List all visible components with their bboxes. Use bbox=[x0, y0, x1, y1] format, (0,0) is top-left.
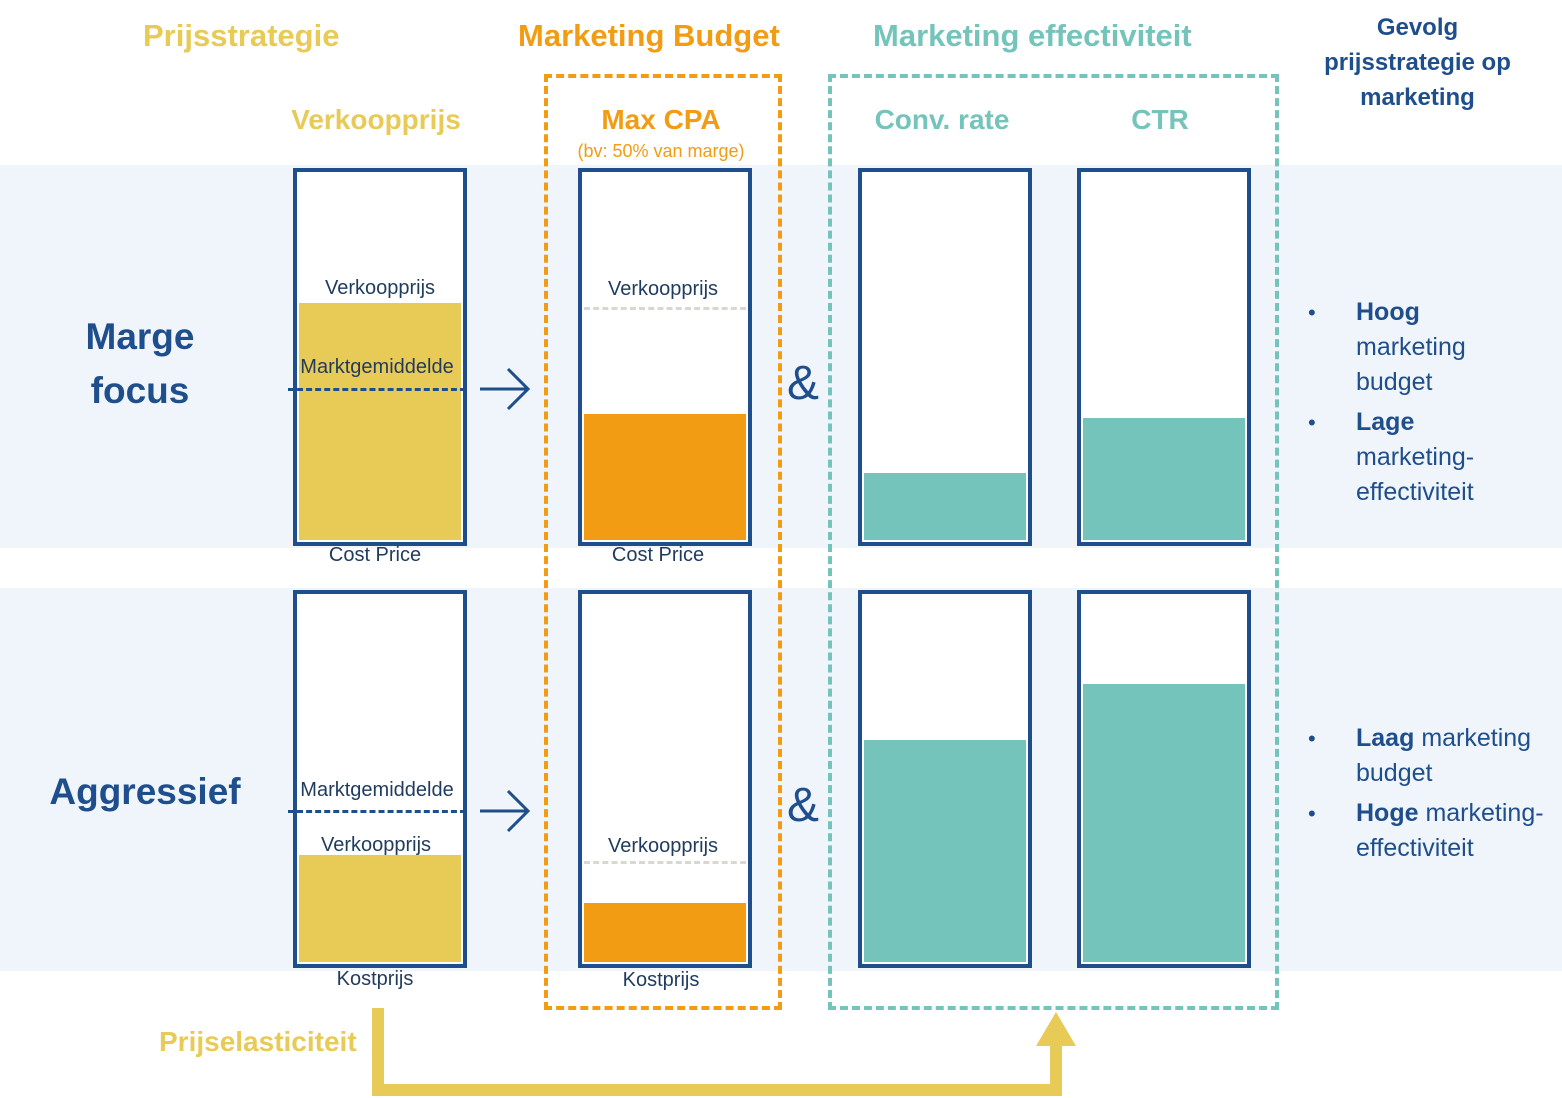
ctr-fill-marge bbox=[1083, 418, 1245, 540]
cpa-bar-marge bbox=[578, 168, 752, 546]
bullet-dot-icon: • bbox=[1308, 300, 1316, 325]
ctr-bar-aggressief bbox=[1077, 590, 1251, 968]
arrow-right-icon bbox=[480, 789, 531, 833]
ampersand-marge: & bbox=[787, 357, 820, 410]
market-line-aggressief bbox=[288, 810, 466, 813]
price-fill-aggressief bbox=[299, 855, 461, 962]
subheader-conv-rate: Conv. rate bbox=[874, 104, 1010, 135]
price-bottom-label-marge: Cost Price bbox=[328, 544, 422, 566]
bullet-dot-icon: • bbox=[1308, 410, 1316, 435]
cpa-top-label-aggressief: Verkoopprijs bbox=[607, 835, 719, 857]
cpa-verkoopprijs-line-aggressief bbox=[584, 861, 746, 864]
bullet-item: •Lage marketing-effectiviteit bbox=[1308, 405, 1498, 510]
subheader-max-cpa: Max CPA bbox=[601, 104, 721, 135]
header-marketing-budget: Marketing Budget bbox=[518, 18, 780, 53]
row-title-marge-focus: Marge focus bbox=[85, 316, 195, 411]
cpa-verkoopprijs-line-marge bbox=[584, 307, 746, 310]
header-marketing-effectiviteit: Marketing effectiviteit bbox=[873, 18, 1192, 53]
marketing-effectiviteit-frame bbox=[828, 74, 1279, 1010]
bullet-item: •Hoge marketing-effectiviteit bbox=[1308, 796, 1546, 866]
arrow-right-icon bbox=[480, 367, 531, 411]
header-gevolg: Gevolg prijsstrategie op marketing bbox=[1324, 14, 1511, 111]
conv-bar-marge bbox=[858, 168, 1032, 546]
price-top-label-aggressief: Verkoopprijs bbox=[320, 834, 432, 856]
price-bottom-label-aggressief: Kostprijs bbox=[336, 968, 414, 990]
conv-bar-aggressief bbox=[858, 590, 1032, 968]
price-fill-marge bbox=[299, 303, 461, 540]
cpa-top-label-marge: Verkoopprijs bbox=[607, 278, 719, 300]
cpa-fill-aggressief bbox=[584, 903, 746, 962]
ctr-fill-aggressief bbox=[1083, 684, 1245, 962]
ctr-bar-marge bbox=[1077, 168, 1251, 546]
cpa-bottom-label-marge: Cost Price bbox=[611, 544, 705, 566]
price-bar-aggressief bbox=[293, 590, 467, 968]
header-prijsstrategie: Prijsstrategie bbox=[143, 18, 340, 53]
bullet-item: •Hoog marketing budget bbox=[1308, 295, 1498, 400]
cpa-bottom-label-aggressief: Kostprijs bbox=[622, 969, 700, 991]
price-market-label-marge: Marktgemiddelde bbox=[300, 356, 454, 378]
bullet-item: •Laag marketing budget bbox=[1308, 721, 1548, 791]
bullets-marge: •Hoog marketing budget •Lage marketing-e… bbox=[1308, 295, 1498, 515]
conv-fill-marge bbox=[864, 473, 1026, 540]
subheader-verkoopprijs: Verkoopprijs bbox=[291, 104, 461, 135]
ampersand-aggressief: & bbox=[787, 779, 820, 832]
bullet-dot-icon: • bbox=[1308, 801, 1316, 826]
cpa-bar-aggressief bbox=[578, 590, 752, 968]
market-line-marge bbox=[288, 388, 466, 391]
bullets-aggressief: •Laag marketing budget •Hoge marketing-e… bbox=[1308, 721, 1548, 871]
price-market-label-aggressief: Marktgemiddelde bbox=[300, 779, 454, 801]
price-bar-marge bbox=[293, 168, 467, 546]
cpa-fill-marge bbox=[584, 414, 746, 540]
conv-fill-aggressief bbox=[864, 740, 1026, 962]
price-top-label-marge: Verkoopprijs bbox=[324, 277, 436, 299]
bullet-dot-icon: • bbox=[1308, 726, 1316, 751]
elasticity-arrow-icon bbox=[372, 1008, 1076, 1096]
marketing-budget-frame bbox=[544, 74, 782, 1010]
subheader-ctr: CTR bbox=[1131, 104, 1189, 135]
footer-prijselasticiteit: Prijselasticiteit bbox=[159, 1026, 357, 1057]
row-title-aggressief: Aggressief bbox=[49, 771, 241, 812]
subheader-max-cpa-note: (bv: 50% van marge) bbox=[577, 141, 745, 161]
